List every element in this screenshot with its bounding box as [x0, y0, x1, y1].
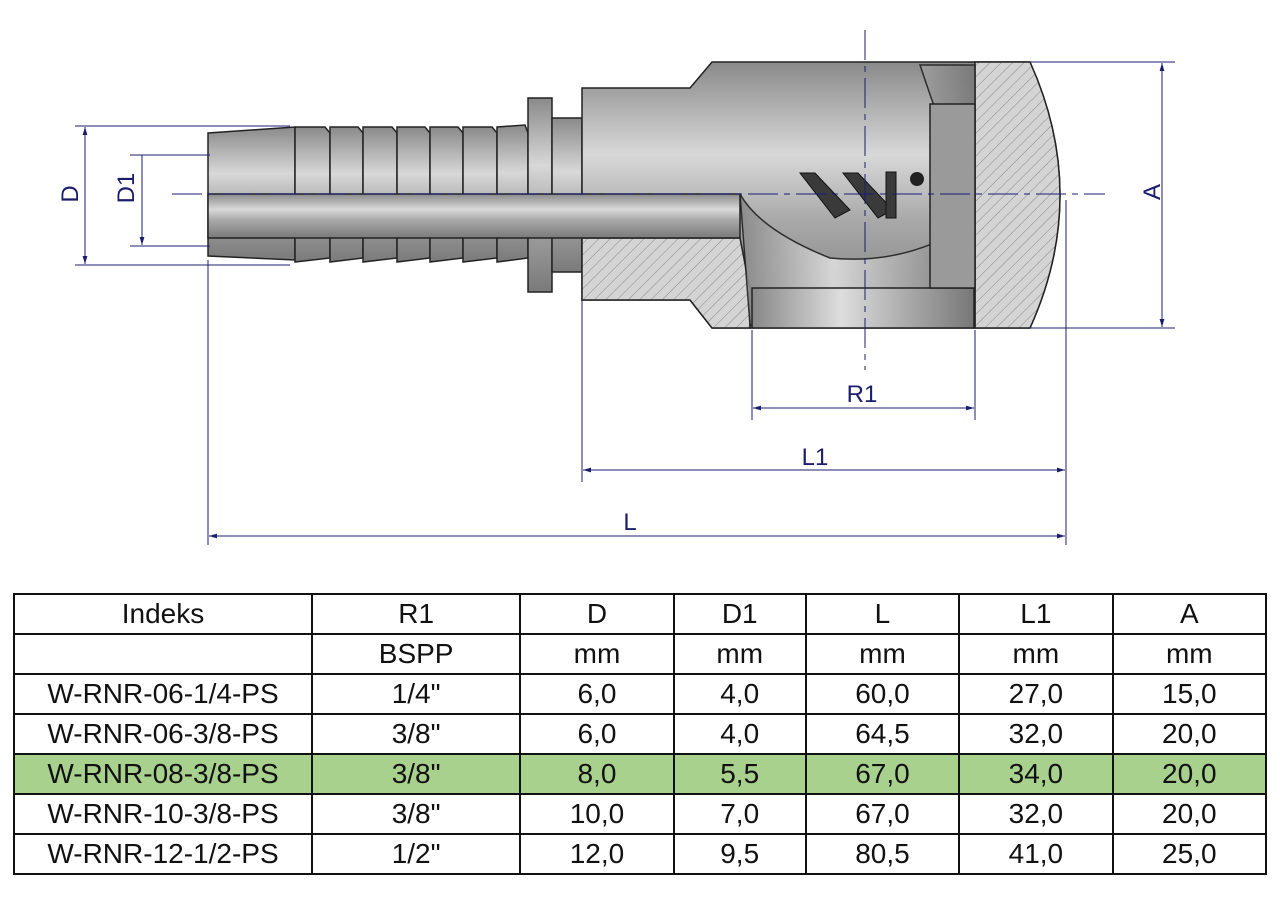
table-cell: 60,0: [804, 673, 961, 715]
unit-cell: mm: [1111, 633, 1268, 675]
unit-cell: mm: [672, 633, 807, 675]
table-cell: 15,0: [1111, 673, 1268, 715]
table-cell: 8,0: [519, 753, 675, 795]
table-cell: 41,0: [958, 833, 1114, 875]
table-cell: 3/8": [310, 793, 522, 835]
table-units-row: BSPP mm mm mm mm mm: [13, 633, 1268, 675]
table-cell: 20,0: [1111, 753, 1268, 795]
fitting-body: [207, 61, 1061, 329]
dim-label-A: A: [1139, 184, 1166, 200]
table-cell: 1/4": [310, 673, 522, 715]
header-cell: Indeks: [13, 593, 313, 635]
dim-label-R1: R1: [847, 381, 878, 408]
dim-label-D: D: [57, 185, 84, 202]
table-cell: 9,5: [672, 833, 807, 875]
table-header-row: Indeks R1 D D1 L L1 A: [13, 593, 1268, 635]
dimension-lines: [75, 61, 1175, 545]
table-cell: 64,5: [804, 713, 961, 755]
table-cell: 34,0: [958, 753, 1114, 795]
dim-label-L: L: [623, 509, 636, 536]
table-cell: 1/2": [310, 833, 522, 875]
table-cell: 32,0: [958, 793, 1114, 835]
dimensions-table: Indeks R1 D D1 L L1 A BSPP mm mm mm mm m…: [13, 593, 1268, 875]
table-cell: 32,0: [958, 713, 1114, 755]
table-cell: 12,0: [519, 833, 675, 875]
header-cell: L1: [958, 593, 1114, 635]
table-cell: 67,0: [804, 793, 961, 835]
table-cell: W-RNR-06-3/8-PS: [13, 713, 313, 755]
dim-label-L1: L1: [802, 444, 829, 471]
table-cell: 3/8": [310, 713, 522, 755]
table-cell: 6,0: [519, 673, 675, 715]
table-cell: 20,0: [1111, 793, 1268, 835]
table-cell: 80,5: [804, 833, 961, 875]
banjo-fitting-drawing: D D1 A R1 L1 L: [57, 30, 1175, 545]
logo-icon: [798, 171, 924, 219]
unit-cell: BSPP: [310, 633, 522, 675]
table-cell: 25,0: [1111, 833, 1268, 875]
unit-cell: mm: [804, 633, 961, 675]
center-lines: [172, 30, 1105, 370]
table-cell: 10,0: [519, 793, 675, 835]
table-cell: 5,5: [672, 753, 807, 795]
table-cell: 27,0: [958, 673, 1114, 715]
dim-label-D1: D1: [113, 173, 140, 204]
unit-cell: mm: [519, 633, 675, 675]
table-cell: 67,0: [804, 753, 961, 795]
table-cell: 3/8": [310, 753, 522, 795]
table-cell: W-RNR-12-1/2-PS: [13, 833, 313, 875]
header-cell: D1: [672, 593, 807, 635]
table-cell: 6,0: [519, 713, 675, 755]
header-cell: A: [1111, 593, 1268, 635]
table-cell: 7,0: [672, 793, 807, 835]
unit-cell: [13, 633, 313, 675]
table-cell: W-RNR-08-3/8-PS: [13, 753, 313, 795]
table-cell: 4,0: [672, 713, 807, 755]
header-cell: L: [804, 593, 961, 635]
table-cell: 20,0: [1111, 713, 1268, 755]
table-cell: W-RNR-10-3/8-PS: [13, 793, 313, 835]
header-cell: R1: [310, 593, 522, 635]
header-cell: D: [519, 593, 675, 635]
table-cell: 4,0: [672, 673, 807, 715]
table-cell: W-RNR-06-1/4-PS: [13, 673, 313, 715]
unit-cell: mm: [958, 633, 1114, 675]
